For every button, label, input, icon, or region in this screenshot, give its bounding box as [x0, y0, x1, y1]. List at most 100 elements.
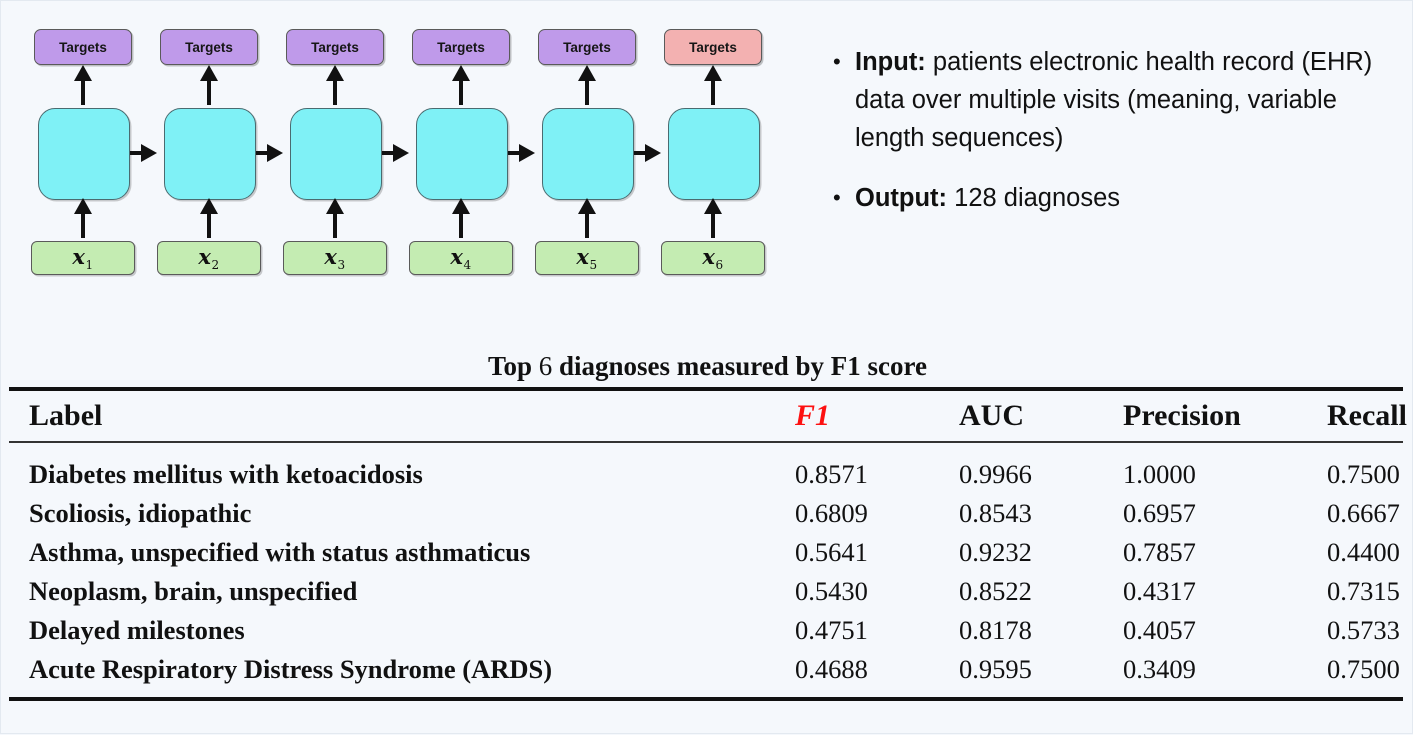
recurrent-arrow-head-4 — [519, 144, 535, 162]
cell-f1: 0.5430 — [795, 576, 868, 606]
bullet-label-1: Input: — [855, 48, 926, 76]
input-arrow-shaft-5 — [585, 208, 589, 238]
cell-label: Asthma, unspecified with status asthmati… — [29, 537, 531, 567]
input-arrow-shaft-1 — [81, 208, 85, 238]
input-symbol-subscript-4: 4 — [463, 258, 472, 273]
cell-recall: 0.5733 — [1327, 615, 1400, 645]
input-box-6: x6 — [661, 241, 765, 275]
input-arrow-head-2 — [200, 198, 218, 214]
input-box-4: x4 — [409, 241, 513, 275]
bullet-label-2: Output: — [855, 184, 948, 212]
rnn-cell-3 — [290, 108, 382, 200]
input-box-1: x1 — [31, 241, 135, 275]
cell-auc: 0.9232 — [959, 537, 1032, 567]
input-symbol-base-2: x — [198, 243, 212, 269]
table-grid: Label F1 AUC Precision Recall — [9, 391, 1413, 441]
input-arrow-head-5 — [578, 198, 596, 214]
table-body-spacer-bottom — [9, 689, 1403, 697]
table-head: Label F1 AUC Precision Recall — [9, 391, 1413, 441]
cell-f1: 0.5641 — [795, 537, 868, 567]
cell-auc: 0.8178 — [959, 615, 1032, 645]
input-arrow-head-4 — [452, 198, 470, 214]
input-symbol-subscript-3: 3 — [337, 258, 346, 273]
arrow-up-shaft-5 — [585, 75, 589, 105]
arrow-up-shaft-1 — [81, 75, 85, 105]
input-symbol-base-6: x — [702, 243, 716, 269]
input-arrow-shaft-6 — [711, 208, 715, 238]
target-box-3: Targets — [286, 29, 384, 65]
cell-label: Scoliosis, idiopathic — [29, 498, 252, 528]
target-box-5: Targets — [538, 29, 636, 65]
cell-precision: 0.3409 — [1123, 654, 1196, 684]
bullet-marker-2: • — [833, 185, 841, 210]
table-header-row: Label F1 AUC Precision Recall — [9, 391, 1413, 441]
recurrent-arrow-head-2 — [267, 144, 283, 162]
results-table: Label F1 AUC Precision Recall Diabetes m… — [9, 387, 1407, 701]
column-header-precision[interactable]: Precision — [1123, 399, 1241, 432]
target-box-6: Targets — [664, 29, 762, 65]
arrow-up-shaft-4 — [459, 75, 463, 105]
input-symbol-5: x5 — [576, 244, 597, 272]
input-symbol-base-1: x — [72, 243, 86, 269]
table-row[interactable]: Acute Respiratory Distress Syndrome (ARD… — [9, 650, 1413, 689]
rnn-cell-4 — [416, 108, 508, 200]
bullet-item-1: • Input: patients electronic health recor… — [833, 43, 1403, 157]
input-symbol-subscript-2: 2 — [211, 258, 220, 273]
recurrent-arrow-head-1 — [141, 144, 157, 162]
input-box-2: x2 — [157, 241, 261, 275]
recurrent-arrow-head-3 — [393, 144, 409, 162]
input-box-3: x3 — [283, 241, 387, 275]
rnn-timestep-4: Targets x4 — [395, 1, 525, 301]
table-row[interactable]: Asthma, unspecified with status asthmati… — [9, 533, 1413, 572]
table-top-rule — [9, 387, 1403, 391]
table-bottom-rule — [9, 697, 1403, 701]
input-arrow-head-6 — [704, 198, 722, 214]
input-symbol-4: x4 — [450, 244, 471, 272]
rnn-timestep-3: Targets x3 — [269, 1, 399, 301]
arrow-up-head-2 — [200, 65, 218, 81]
cell-recall: 0.4400 — [1327, 537, 1400, 567]
rnn-cell-6 — [668, 108, 760, 200]
input-symbol-subscript-6: 6 — [715, 258, 724, 273]
bullet-item-2: • Output: 128 diagnoses — [833, 179, 1403, 217]
bullet-body-2: 128 diagnoses — [947, 184, 1121, 212]
input-symbol-base-3: x — [324, 243, 338, 269]
rnn-cell-5 — [542, 108, 634, 200]
input-symbol-base-5: x — [576, 243, 590, 269]
recurrent-arrow-head-5 — [645, 144, 661, 162]
cell-recall: 0.7500 — [1327, 654, 1400, 684]
bullet-body-1: patients electronic health record (EHR) … — [855, 48, 1373, 152]
input-arrow-shaft-2 — [207, 208, 211, 238]
cell-recall: 0.7500 — [1327, 459, 1400, 489]
column-header-f1[interactable]: F1 — [795, 399, 831, 432]
cell-auc: 0.9595 — [959, 654, 1032, 684]
bullet-marker-1: • — [833, 49, 841, 74]
cell-precision: 1.0000 — [1123, 459, 1196, 489]
column-header-label[interactable]: Label — [29, 399, 103, 432]
column-header-auc[interactable]: AUC — [959, 399, 1024, 432]
bullet-text-2: Output: 128 diagnoses — [855, 179, 1120, 217]
cell-f1: 0.8571 — [795, 459, 868, 489]
bullet-text-1: Input: patients electronic health record… — [855, 43, 1403, 157]
table-title-number: 6 — [538, 351, 553, 381]
cell-f1: 0.4751 — [795, 615, 868, 645]
column-header-recall[interactable]: Recall — [1327, 399, 1407, 432]
cell-precision: 0.7857 — [1123, 537, 1196, 567]
cell-recall: 0.7315 — [1327, 576, 1400, 606]
arrow-up-shaft-3 — [333, 75, 337, 105]
arrow-up-head-3 — [326, 65, 344, 81]
input-symbol-6: x6 — [702, 244, 723, 272]
table-title-post: diagnoses measured by F1 score — [552, 351, 928, 381]
input-arrow-shaft-4 — [459, 208, 463, 238]
target-box-4: Targets — [412, 29, 510, 65]
table-header-rule — [9, 441, 1403, 443]
input-symbol-1: x1 — [72, 244, 93, 272]
